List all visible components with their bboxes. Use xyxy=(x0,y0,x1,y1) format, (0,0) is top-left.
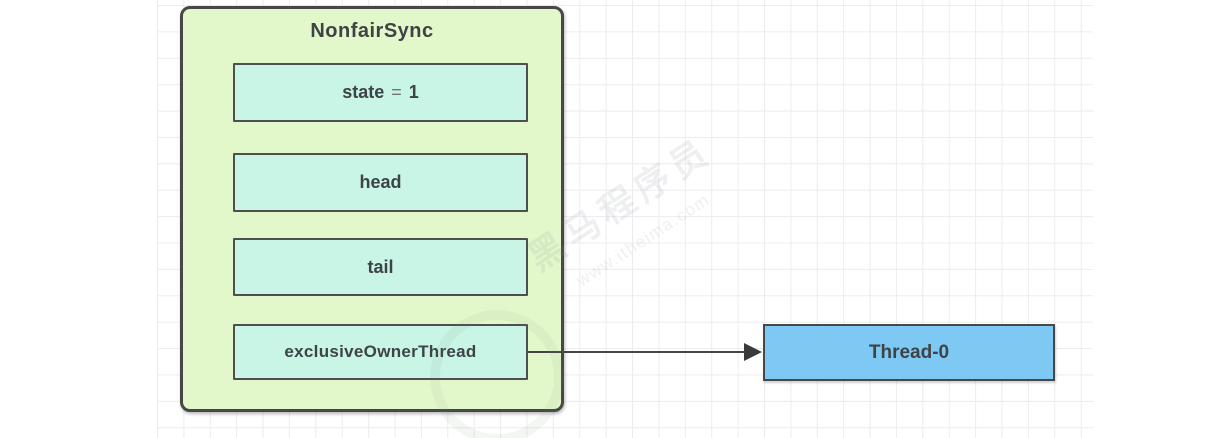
equals-operator: = xyxy=(391,82,402,102)
thread0-box: Thread-0 xyxy=(763,324,1055,381)
owner-arrow-line xyxy=(528,351,750,353)
state-field-value: 1 xyxy=(408,82,419,102)
state-field: state = 1 xyxy=(233,63,528,122)
exclusive-owner-field: exclusiveOwnerThread xyxy=(233,324,528,380)
nonfairsync-title: NonfairSync xyxy=(310,20,434,42)
tail-field: tail xyxy=(233,238,528,296)
state-field-name: state xyxy=(342,82,385,102)
arrowhead-icon xyxy=(744,343,762,361)
head-field: head xyxy=(233,153,528,212)
